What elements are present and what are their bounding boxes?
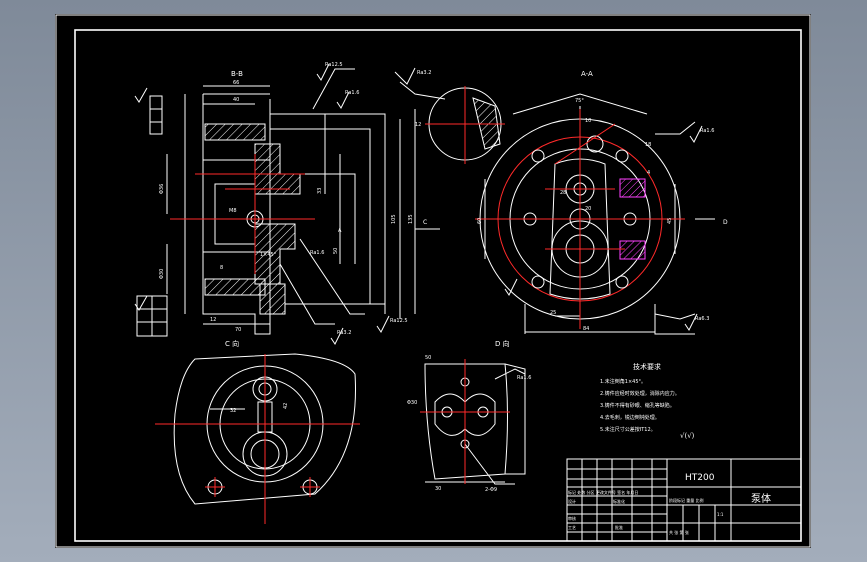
d-dim-hole: 2-Φ9 <box>485 487 497 493</box>
rough-bottom2: Ra12.5 <box>390 318 408 324</box>
d-dim-phi: Φ30 <box>407 400 417 406</box>
dim-25: 25 <box>550 310 556 316</box>
dim-70: 70 <box>235 327 241 333</box>
aa-centerlines <box>475 109 685 329</box>
c-centerlines <box>155 354 360 524</box>
inner-frame <box>74 29 802 542</box>
dim-phi36: Φ36 <box>159 184 165 194</box>
arrow-c-label: C <box>423 219 427 226</box>
d-rough: Ra1.6 <box>517 375 531 381</box>
aa-roughness: Ra1.6 Ra6.3 <box>695 128 714 322</box>
stage-label: 阶段标记 重量 比例 <box>669 497 704 503</box>
dim-84: 84 <box>583 326 589 332</box>
title-block <box>566 458 802 542</box>
sheet-count: 共 张 第 张 <box>669 529 689 535</box>
title-block-text: HT200 泵体 标记 处数 分区 更改文件号 签名 年月日 设计 标准化 审核… <box>568 473 771 535</box>
bb-roughness-symbols <box>134 63 390 345</box>
dim-40: 40 <box>233 97 239 103</box>
bb-centerlines <box>170 154 315 274</box>
technical-notes: 技术要求 1.未注倒角1×45°。 2.铸件应经时效处理，消除内应力。 3.铸件… <box>600 362 695 440</box>
aa-roughness-symbols <box>504 125 703 331</box>
design-label: 设计 <box>568 498 576 504</box>
tag-a: A <box>338 228 342 234</box>
d-dim-50: 50 <box>425 355 431 361</box>
dim-12: 12 <box>210 317 216 323</box>
dim-20: 20 <box>585 206 591 212</box>
c-dim-32: 32 <box>230 408 236 414</box>
notes-title: 技术要求 <box>633 362 661 371</box>
scale-value: 1:1 <box>717 512 724 517</box>
dim-135: 135 <box>408 214 414 224</box>
dim-105: 105 <box>391 214 397 224</box>
drawing-frame <box>55 14 811 548</box>
section-bb-label: B-B <box>231 70 243 78</box>
dim-18: 18 <box>645 142 651 148</box>
rough-top: Ra12.5 <box>325 62 343 68</box>
d-centerlines <box>420 359 510 484</box>
rough-bottom1: Ra3.2 <box>337 330 351 336</box>
dim-m8: M8 <box>229 208 237 214</box>
part-name: 泵体 <box>751 493 771 505</box>
aa-dimensions: 75° 84 25 60 45 10 18 28 20 4 <box>477 98 673 332</box>
detail-rough: Ra3.2 <box>417 70 431 76</box>
arrow-d-label: D <box>723 219 728 226</box>
cad-drawing: B-B <box>55 14 811 548</box>
tolerance-frames <box>136 95 168 337</box>
note-2: 2.铸件应经时效处理，消除内应力。 <box>600 390 680 397</box>
dim-33: 33 <box>317 188 323 194</box>
dim-10: 10 <box>585 118 591 124</box>
rough-aa-bottom: Ra6.3 <box>695 316 709 322</box>
process-label: 工艺 <box>568 525 576 530</box>
other-roughness: √(√) <box>680 432 695 440</box>
material: HT200 <box>685 473 715 483</box>
approve-label: 批准 <box>615 524 623 530</box>
note-3: 3.铸件不得有砂眼、缩孔等缺陷。 <box>600 402 675 409</box>
rough-mid: Ra1.6 <box>345 90 359 96</box>
dim-phi30: Φ30 <box>159 269 165 279</box>
dim-45: 45 <box>667 218 673 224</box>
section-aa-view: A-A <box>479 70 715 335</box>
dim-8: 8 <box>220 265 223 271</box>
standard-label: 标准化 <box>613 498 625 504</box>
revision-row-label: 标记 处数 分区 更改文件号 签名 年月日 <box>568 489 638 495</box>
detail-centerlines <box>425 86 505 164</box>
note-4: 4.去毛刺，锐边倒钝处理。 <box>600 414 660 421</box>
note-5: 5.未注尺寸公差按IT12。 <box>600 426 656 433</box>
view-d-label: D 向 <box>495 339 510 348</box>
detail-view <box>394 67 502 161</box>
dim-4: 4 <box>647 170 650 176</box>
drawing-sheet: B-B <box>55 14 811 548</box>
dim-50: 50 <box>333 248 339 254</box>
check-label: 审核 <box>568 515 576 521</box>
bb-roughness: Ra12.5 Ra1.6 Ra1.6 Ra3.2 Ra12.5 <box>310 62 408 336</box>
dim-chamfer: 1×45° <box>260 252 277 258</box>
bb-dimensions: 40 66 70 12 105 135 Φ36 Φ30 33 50 1×45° … <box>159 80 414 333</box>
d-dim-30: 30 <box>435 486 441 492</box>
note-1: 1.未注倒角1×45°。 <box>600 378 646 385</box>
rough-lower: Ra1.6 <box>310 250 324 256</box>
dim-75deg: 75° <box>575 98 584 104</box>
rough-aa-top: Ra1.6 <box>700 128 714 134</box>
detail-dim-12: 12 <box>415 122 421 128</box>
view-c-label: C 向 <box>225 339 239 348</box>
dim-66: 66 <box>233 80 239 86</box>
section-aa-label: A-A <box>581 70 593 78</box>
c-dim-42: 42 <box>283 403 289 409</box>
dim-60: 60 <box>477 218 483 224</box>
section-bb-view: B-B <box>166 68 416 335</box>
dim-28: 28 <box>560 190 566 196</box>
